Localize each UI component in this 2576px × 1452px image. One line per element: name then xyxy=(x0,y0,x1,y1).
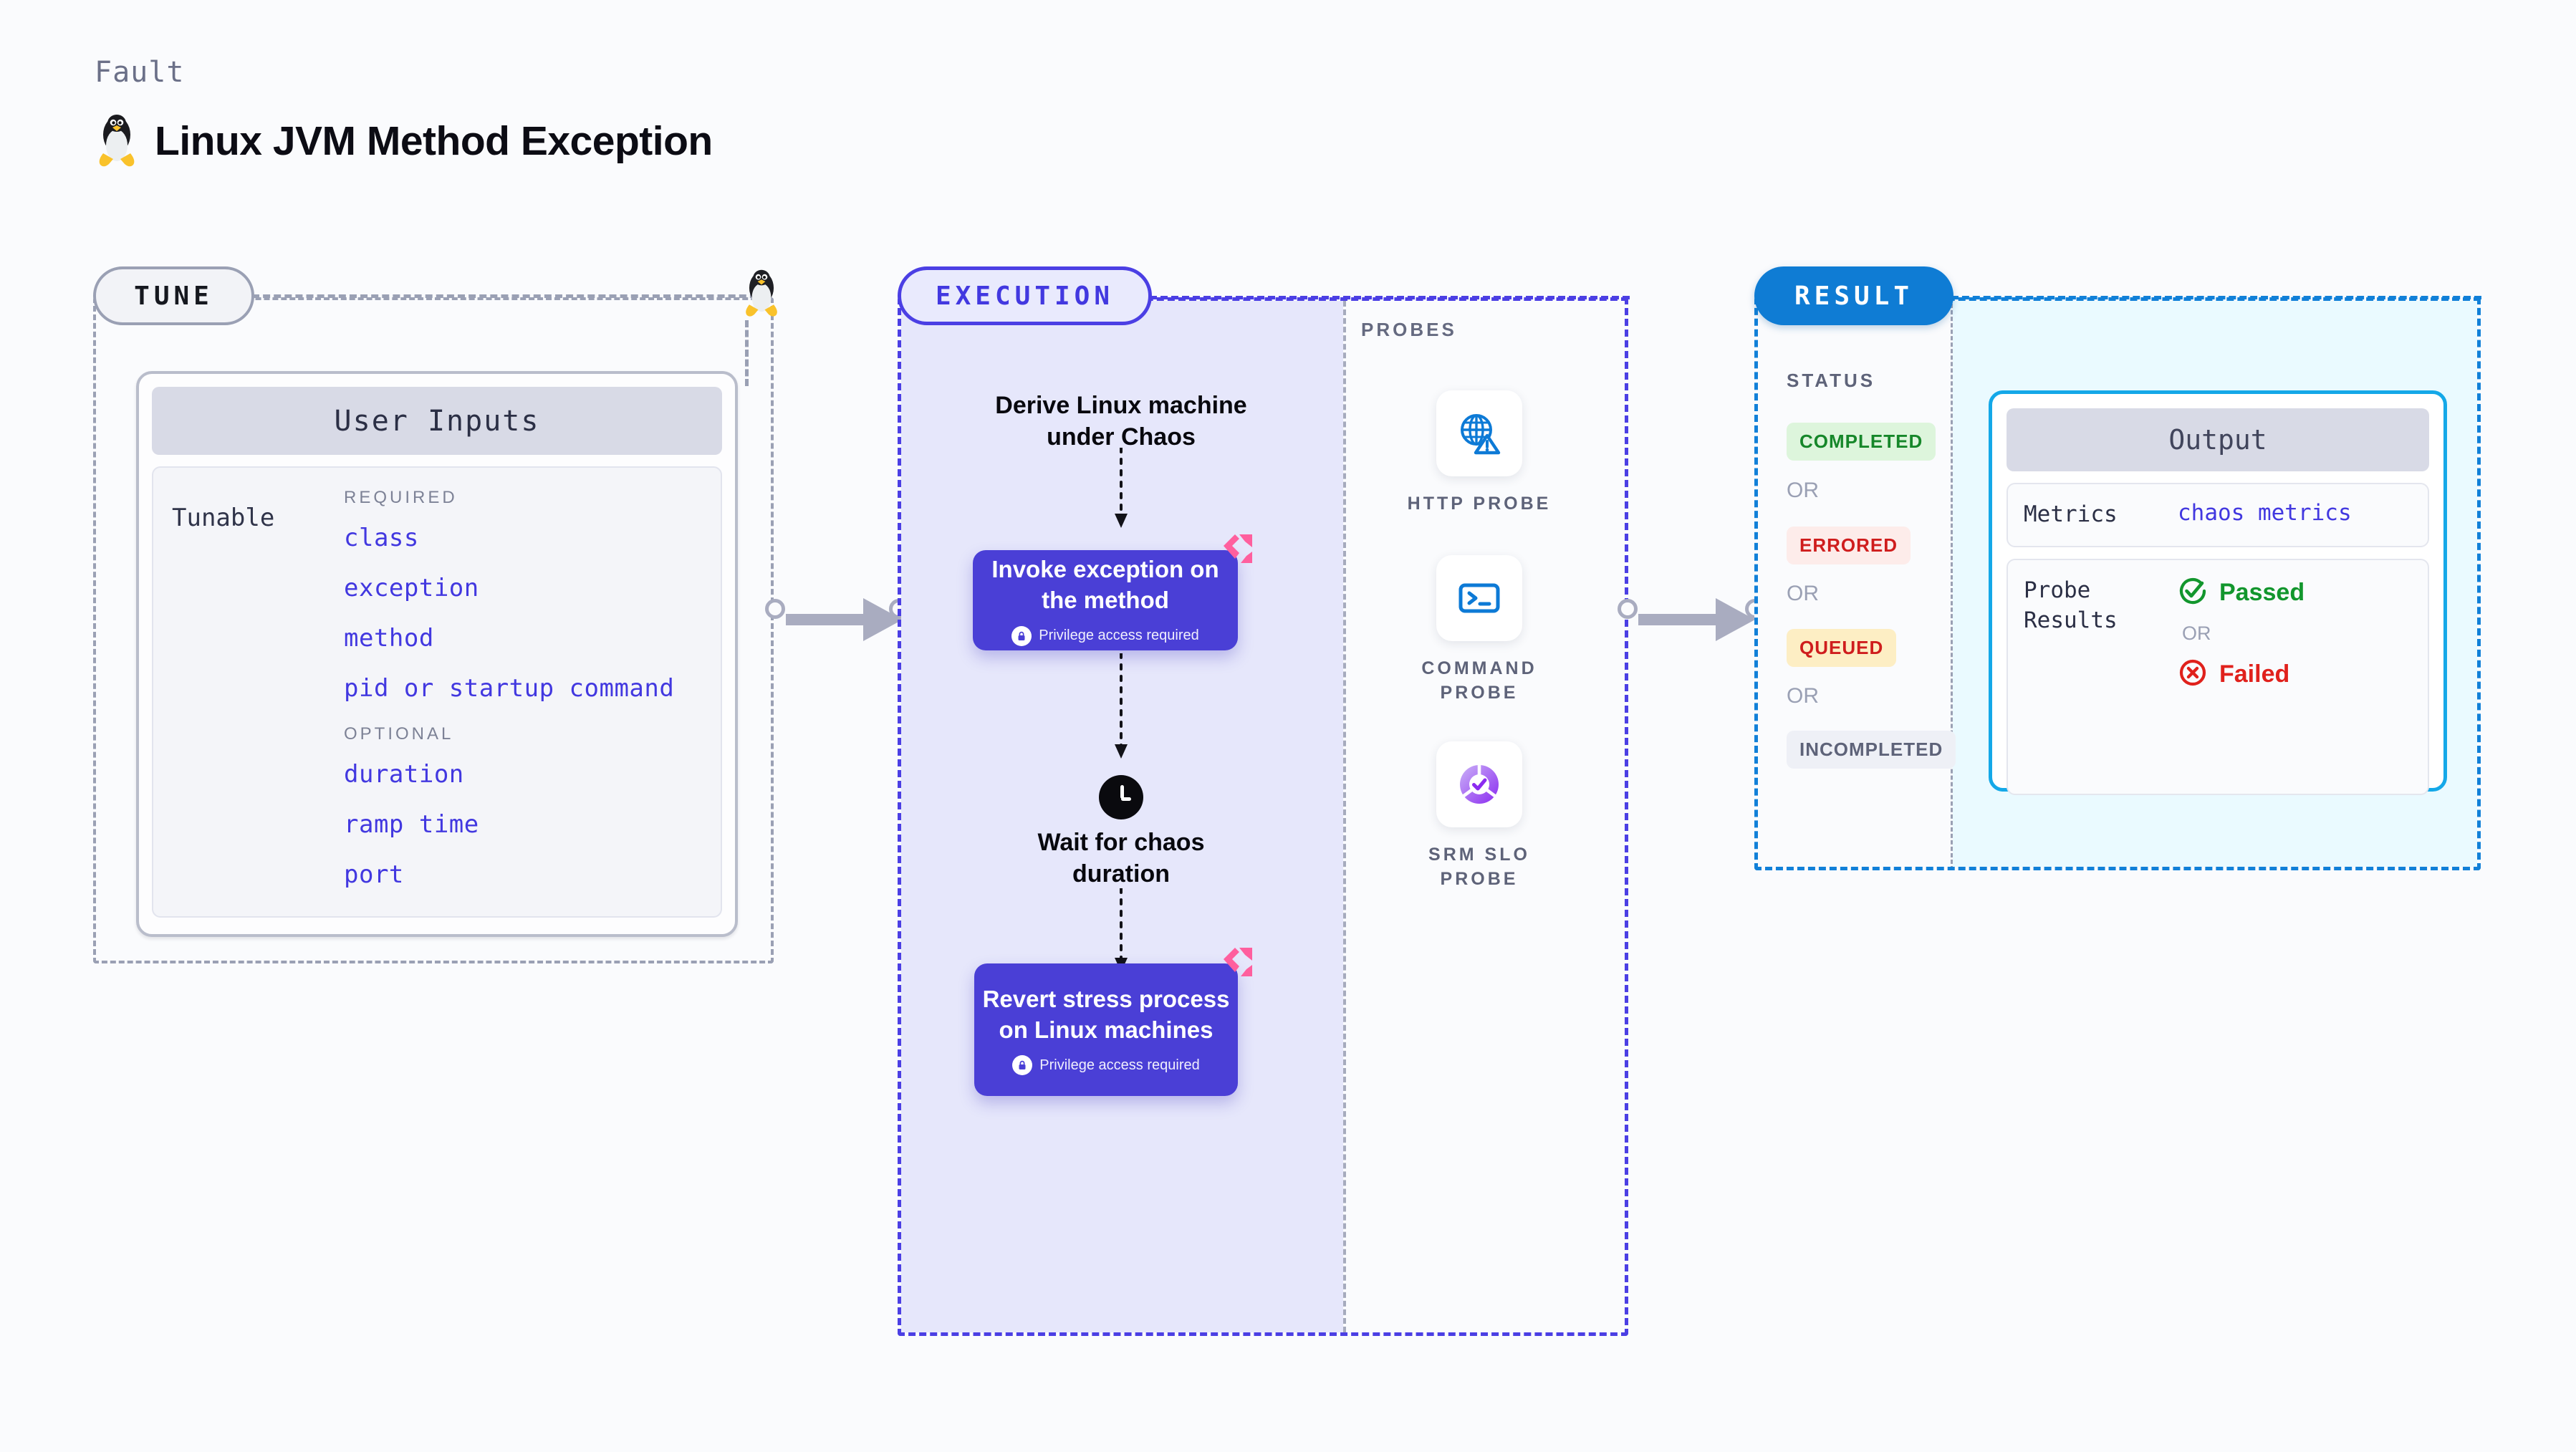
execution-step-revert-privilege: Privilege access required xyxy=(1012,1055,1200,1076)
tunable-label: Tunable xyxy=(172,504,275,532)
tune-panel xyxy=(93,297,774,963)
probe-result-failed-label: Failed xyxy=(2219,660,2290,688)
execution-step-revert-note: Privilege access required xyxy=(1039,1057,1200,1073)
execution-step-invoke-note: Privilege access required xyxy=(1039,628,1199,644)
probe-http[interactable]: HTTP PROBE xyxy=(1393,390,1565,516)
execution-arrow-2 xyxy=(1107,652,1135,768)
probe-result-failed: Failed xyxy=(2178,658,2305,691)
status-badge-errored: ERRORED xyxy=(1787,527,1911,564)
tune-pill[interactable]: TUNE xyxy=(93,266,254,325)
tunable-list: REQUIRED class exception method pid or s… xyxy=(344,488,702,896)
arrow-tune-to-execution xyxy=(777,595,921,645)
probe-command[interactable]: COMMAND PROBE xyxy=(1393,555,1565,706)
probe-srm-slo[interactable]: SRM SLO PROBE xyxy=(1393,741,1565,892)
tune-pill-label: TUNE xyxy=(134,281,213,311)
status-badge-completed: COMPLETED xyxy=(1787,423,1936,461)
probe-command-label: COMMAND PROBE xyxy=(1421,658,1537,703)
probe-result-or: OR xyxy=(2182,622,2211,644)
result-status-label: STATUS xyxy=(1787,370,1876,391)
execution-step-invoke-label: Invoke exception on the method xyxy=(991,556,1219,613)
globe-warning-icon xyxy=(1436,390,1522,476)
clock-icon xyxy=(1099,775,1143,819)
execution-probes-divider xyxy=(1343,301,1346,1332)
result-top-dash xyxy=(1951,296,2481,299)
probe-result-passed-label: Passed xyxy=(2219,578,2305,606)
connector-node-tune-out xyxy=(765,599,785,619)
lock-icon xyxy=(1011,625,1032,646)
output-probe-results-values: Passed OR Failed xyxy=(2178,576,2305,778)
output-probe-results-row: Probe Results Passed OR xyxy=(2007,558,2429,795)
status-or-2: OR xyxy=(1787,582,1819,605)
result-pill[interactable]: RESULT xyxy=(1754,266,1953,325)
fault-title-row: Linux JVM Method Exception xyxy=(95,113,713,169)
user-inputs-card: User Inputs Tunable REQUIRED class excep… xyxy=(136,371,738,937)
tune-connector-line xyxy=(252,294,768,298)
slo-check-icon xyxy=(1436,741,1522,827)
output-metrics-value[interactable]: chaos metrics xyxy=(2178,500,2352,526)
result-pill-label: RESULT xyxy=(1794,281,1914,311)
linux-tux-icon xyxy=(95,113,139,169)
status-badge-queued: QUEUED xyxy=(1787,629,1897,667)
output-metrics-key: Metrics xyxy=(2024,501,2118,527)
required-group-heading: REQUIRED xyxy=(344,488,458,507)
tunable-item-duration[interactable]: duration xyxy=(344,760,464,789)
output-probe-results-key: Probe Results xyxy=(2024,577,2118,633)
probe-srm-slo-label: SRM SLO PROBE xyxy=(1428,845,1530,889)
litmus-logo-icon xyxy=(1218,530,1258,574)
page-title: Linux JVM Method Exception xyxy=(155,118,713,164)
fault-kicker: Fault xyxy=(95,56,185,89)
probes-section-label: PROBES xyxy=(1361,319,1457,340)
output-card: Output Metrics chaos metrics Probe Resul… xyxy=(1989,390,2447,795)
user-inputs-title: User Inputs xyxy=(152,387,722,455)
tunable-item-port[interactable]: port xyxy=(344,860,404,889)
tunable-item-pid-or-startup-command[interactable]: pid or startup command xyxy=(344,674,675,703)
execution-arrow-1 xyxy=(1107,446,1135,537)
status-or-3: OR xyxy=(1787,684,1819,708)
status-badge-incompleted: INCOMPLETED xyxy=(1787,731,1956,769)
execution-step-derive-label: Derive Linux machine under Chaos xyxy=(995,392,1247,451)
tunable-item-method[interactable]: method xyxy=(344,624,434,653)
output-metrics-row: Metrics chaos metrics xyxy=(2007,483,2429,547)
result-status-column xyxy=(1754,297,1953,870)
connector-node-probes-out xyxy=(1618,599,1638,619)
output-title: Output xyxy=(2007,408,2429,471)
tunable-item-ramp-time[interactable]: ramp time xyxy=(344,810,479,839)
status-or-1: OR xyxy=(1787,479,1819,502)
check-circle-icon xyxy=(2178,576,2208,610)
probe-http-label: HTTP PROBE xyxy=(1407,494,1552,514)
tunable-item-exception[interactable]: exception xyxy=(344,574,479,602)
execution-pill[interactable]: EXECUTION xyxy=(898,266,1152,325)
x-circle-icon xyxy=(2178,658,2208,691)
execution-pill-label: EXECUTION xyxy=(935,281,1115,311)
execution-step-wait-label: Wait for chaos duration xyxy=(1037,829,1205,888)
execution-top-dash xyxy=(1150,296,1630,299)
execution-step-invoke-box[interactable]: Invoke exception on the method Privilege… xyxy=(973,534,1252,650)
tune-tux-connector xyxy=(745,320,749,386)
execution-step-invoke-privilege: Privilege access required xyxy=(1011,625,1199,646)
execution-step-revert-label: Revert stress process on Linux machines xyxy=(982,985,1230,1043)
execution-step-revert-box[interactable]: Revert stress process on Linux machines … xyxy=(974,948,1252,1096)
tunable-item-class[interactable]: class xyxy=(344,524,419,552)
litmus-logo-icon xyxy=(1218,943,1258,987)
optional-group-heading: OPTIONAL xyxy=(344,724,454,744)
lock-icon xyxy=(1012,1055,1033,1076)
arrow-execution-to-result xyxy=(1630,595,1773,645)
user-inputs-body: Tunable REQUIRED class exception method … xyxy=(152,466,722,918)
probe-result-passed: Passed xyxy=(2178,576,2305,610)
terminal-icon xyxy=(1436,555,1522,641)
tune-tux-icon xyxy=(741,269,782,322)
